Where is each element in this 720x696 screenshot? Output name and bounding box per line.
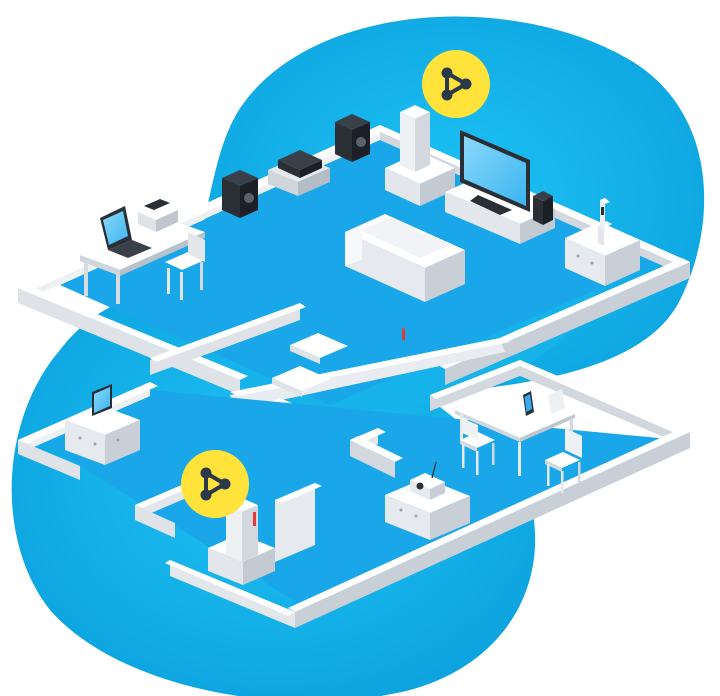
soundbar-speaker-icon [533,191,553,225]
upper-front-wall [18,288,240,395]
desk-with-laptop [80,206,205,304]
stereo-receiver-icon [268,150,330,196]
lower-front-wall [295,432,690,628]
radio-icon [410,461,445,500]
stereo-system [222,114,370,218]
speaker-right-icon [335,114,370,162]
cordless-phone-icon [598,198,612,246]
tv-icon [460,130,530,215]
printer-icon [138,199,178,232]
dining-chairs [460,389,582,493]
router-upper [385,105,455,341]
chair-upper [165,232,205,300]
speaker-left-icon [222,170,258,218]
monitor-icon [92,384,116,418]
mesh-badge-upper [422,50,490,118]
sofa [345,214,465,302]
smartphone-icon [520,386,535,416]
mesh-badge-lower [181,450,249,518]
lower-left-cabinet [65,405,140,465]
